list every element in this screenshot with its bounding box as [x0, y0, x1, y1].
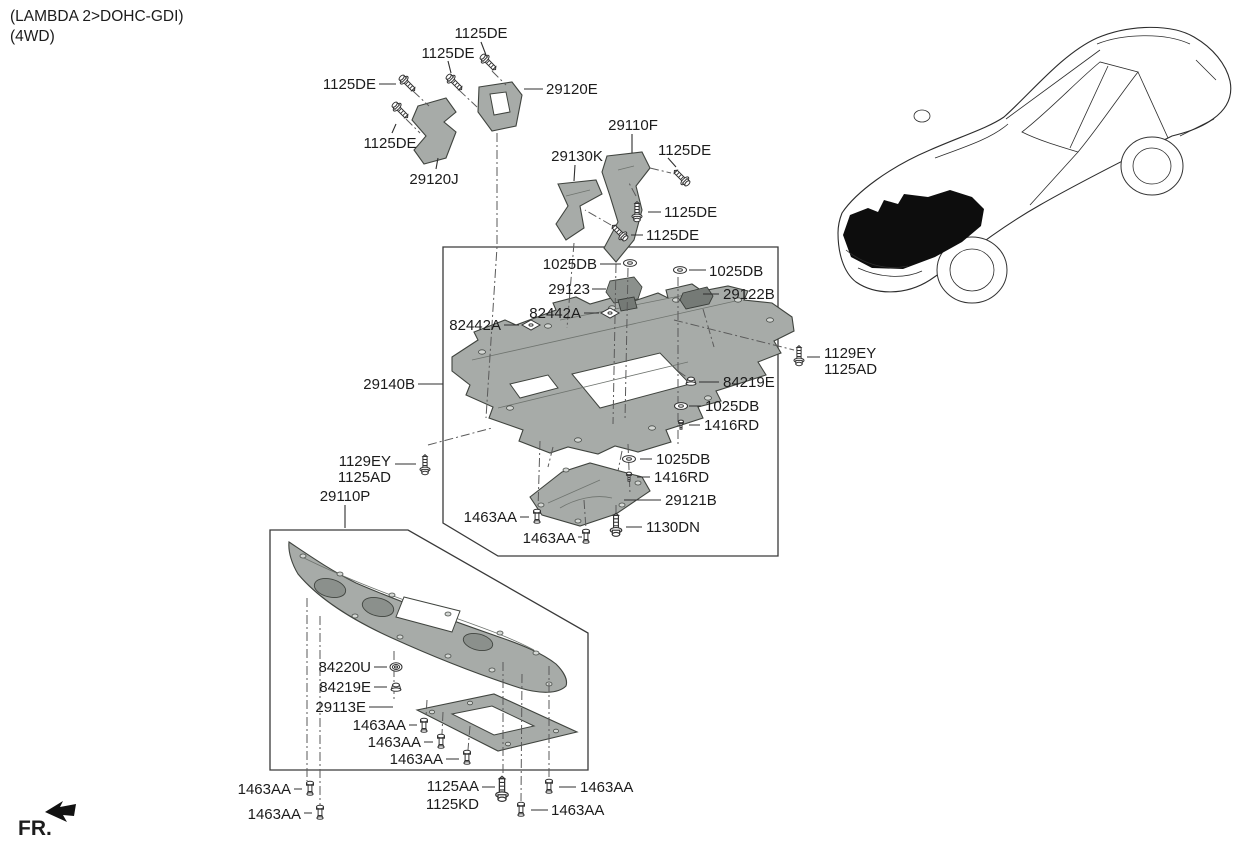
variant-title-line2: (4WD) — [10, 28, 55, 45]
pin-icon — [316, 804, 324, 820]
part-label-1125DE: 1125DE — [664, 204, 717, 221]
part-label-1463AA: 1463AA — [464, 509, 517, 526]
pin-icon — [533, 508, 541, 524]
washer-icon — [623, 259, 637, 267]
part-label-1125DE: 1125DE — [658, 142, 711, 159]
part-label-84220U: 84220U — [318, 659, 371, 676]
car-front-wheel — [936, 236, 1008, 304]
part-label-1463AA: 1463AA — [238, 781, 291, 798]
part-label-1025DB: 1025DB — [709, 263, 763, 280]
vehicle-illustration — [837, 26, 1232, 304]
bolt-icon — [477, 51, 500, 74]
part-label-29123: 29123 — [548, 281, 590, 298]
part-label-1130DN: 1130DN — [646, 519, 700, 536]
bolt-icon — [495, 775, 509, 802]
part-29110F-shape — [601, 151, 651, 263]
part-label-1125DE: 1125DE — [323, 76, 376, 93]
bolt-icon — [609, 512, 623, 537]
front-undercover-box — [269, 529, 589, 771]
washer-icon — [673, 266, 687, 274]
part-label-82442A: 82442A — [529, 305, 581, 322]
bolt-icon — [396, 72, 419, 95]
part-label-1125KD: 1125KD — [426, 796, 479, 813]
part-label-1125DE: 1125DE — [454, 25, 507, 42]
part-label-1125DE: 1125DE — [363, 135, 416, 152]
part-label-29120J: 29120J — [409, 171, 458, 188]
variant-title-line1: (LAMBDA 2>DOHC-GDI) — [10, 8, 184, 25]
part-label-1463AA: 1463AA — [353, 717, 406, 734]
part-29140B-bosses — [478, 297, 774, 443]
part-label-1416RD: 1416RD — [704, 417, 759, 434]
part-label-1416RD: 1416RD — [654, 469, 709, 486]
part-29122B-shape — [679, 286, 714, 310]
part-label-1125DE: 1125DE — [421, 45, 474, 62]
bolt-icon — [443, 71, 466, 94]
part-label-1463AA: 1463AA — [523, 530, 576, 547]
labels: (LAMBDA 2>DOHC-GDI) (4WD) 1125DE 1125DE … — [10, 8, 877, 823]
part-label-29130K: 29130K — [551, 148, 603, 165]
bolt-icon — [670, 166, 693, 189]
pin-icon — [582, 528, 590, 544]
part-label-29110F: 29110F — [608, 117, 658, 134]
part-label-84219E: 84219E — [723, 374, 775, 391]
pin-icon — [306, 780, 314, 796]
ring-washer-icon — [389, 662, 403, 672]
part-label-29110P: 29110P — [320, 488, 371, 505]
part-label-1463AA: 1463AA — [390, 751, 443, 768]
part-label-1463AA: 1463AA — [248, 806, 301, 823]
bolt-icon — [793, 345, 805, 367]
part-label-29140B: 29140B — [363, 376, 415, 393]
assembly-centerlines — [306, 70, 795, 805]
washer-icon — [674, 402, 688, 410]
part-label-1463AA: 1463AA — [368, 734, 421, 751]
part-29110P-bosses — [299, 553, 553, 687]
part-label-1125AD: 1125AD — [338, 469, 391, 486]
pin-icon — [437, 733, 445, 749]
bolt-icon — [419, 454, 431, 476]
bolt-icon — [389, 99, 412, 122]
car-mirror — [913, 109, 931, 123]
part-label-82442A: 82442A — [449, 317, 501, 334]
part-label-29113E: 29113E — [315, 699, 366, 716]
leader-lines — [294, 41, 820, 814]
pin-icon — [420, 717, 428, 733]
washer-icon — [622, 455, 636, 463]
part-29120J-shape — [411, 97, 457, 165]
part-label-1125AD: 1125AD — [824, 361, 877, 378]
part-label-1025DB: 1025DB — [543, 256, 597, 273]
part-label-1129EY: 1129EY — [824, 345, 876, 362]
part-label-29120E: 29120E — [546, 81, 598, 98]
car-highlighted-area — [843, 190, 984, 269]
part-label-1463AA: 1463AA — [551, 802, 604, 819]
part-label-1025DB: 1025DB — [656, 451, 710, 468]
part-29110P-bumps — [313, 577, 494, 652]
pin-icon — [545, 778, 553, 794]
part-label-29121B: 29121B — [665, 492, 717, 509]
pin-icon — [517, 801, 525, 817]
part-29130K-shape — [555, 179, 603, 241]
main-undercover-box — [442, 246, 779, 557]
part-label-1125DE: 1125DE — [646, 227, 699, 244]
car-rear-wheel — [1120, 136, 1184, 196]
part-label-84219E: 84219E — [319, 679, 371, 696]
part-label-1129EY: 1129EY — [339, 453, 391, 470]
part-label-29122B: 29122B — [723, 286, 775, 303]
pin-icon — [463, 749, 471, 765]
part-label-1125AA: 1125AA — [427, 778, 479, 795]
nut-icon — [685, 376, 697, 386]
part-29121B-shape — [529, 462, 651, 527]
orientation-marker: FR. — [18, 801, 76, 840]
part-29123-shape — [605, 276, 643, 304]
part-label-1463AA: 1463AA — [580, 779, 633, 796]
fr-direction-arrow — [45, 801, 76, 822]
assembly-boxes — [269, 246, 779, 771]
part-label-1025DB: 1025DB — [705, 398, 759, 415]
nut-icon — [390, 682, 402, 692]
fr-label: FR. — [18, 817, 52, 840]
